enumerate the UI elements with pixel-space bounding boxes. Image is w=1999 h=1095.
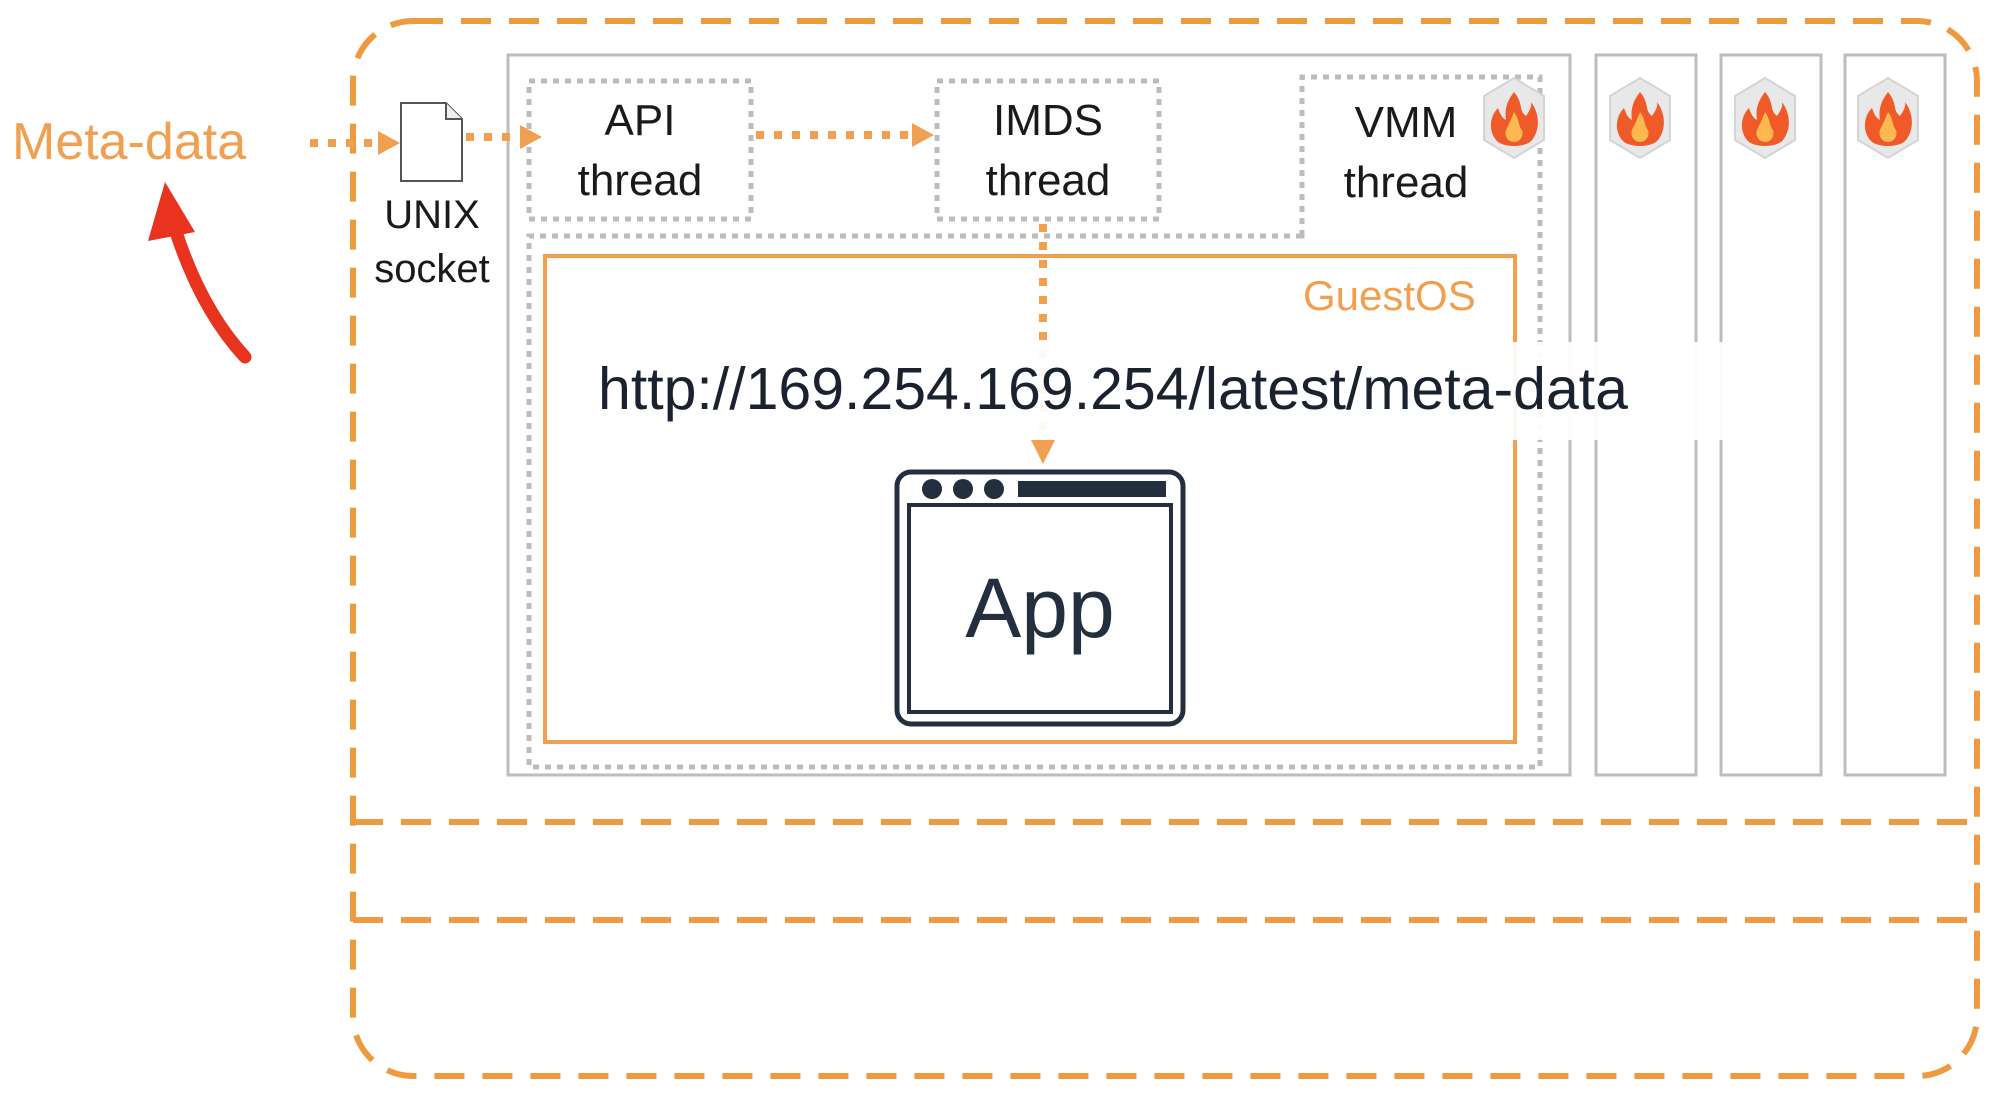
vmm-thread-line2: thread xyxy=(1343,158,1469,207)
unix-socket-line1: UNIX xyxy=(384,193,480,237)
firecracker-icon xyxy=(1609,77,1671,159)
host-boundary xyxy=(350,18,1980,1079)
microvm-column-3 xyxy=(1719,53,1823,777)
unix-socket-line2: socket xyxy=(374,247,490,291)
api-thread-line1: API xyxy=(604,96,676,145)
guest-os-label: GuestOS xyxy=(1303,272,1476,319)
firecracker-icon xyxy=(1857,77,1919,159)
document-icon xyxy=(400,102,463,182)
api-to-imds-arrow xyxy=(756,123,934,147)
imds-thread-line1: IMDS xyxy=(993,96,1103,145)
imds-thread-box xyxy=(934,78,1162,222)
vmm-thread-boundary xyxy=(526,74,1543,770)
guest-os-box xyxy=(543,254,1517,744)
vmm-thread-line1: VMM xyxy=(1354,98,1458,147)
app-window-icon xyxy=(894,469,1186,727)
app-label: App xyxy=(965,561,1115,655)
vmm-thread-label: VMM thread xyxy=(1302,93,1510,213)
socket-to-api-arrow xyxy=(466,125,542,149)
unix-socket-label: UNIX socket xyxy=(362,188,502,296)
api-thread-line2: thread xyxy=(577,156,703,205)
metadata-url: http://169.254.169.254/latest/meta-data xyxy=(598,356,1628,422)
imds-thread-label: IMDS thread xyxy=(937,91,1159,211)
meta-data-to-socket-arrow xyxy=(310,131,400,155)
red-pointer-arrow xyxy=(148,182,252,364)
url-backdrop xyxy=(598,342,1734,440)
api-thread-label: API thread xyxy=(529,91,751,211)
meta-data-label: Meta-data xyxy=(12,113,247,171)
firecracker-icon xyxy=(1734,77,1796,159)
api-thread-box xyxy=(526,78,754,222)
microvm-column-4 xyxy=(1843,53,1947,777)
imds-thread-line2: thread xyxy=(985,156,1111,205)
